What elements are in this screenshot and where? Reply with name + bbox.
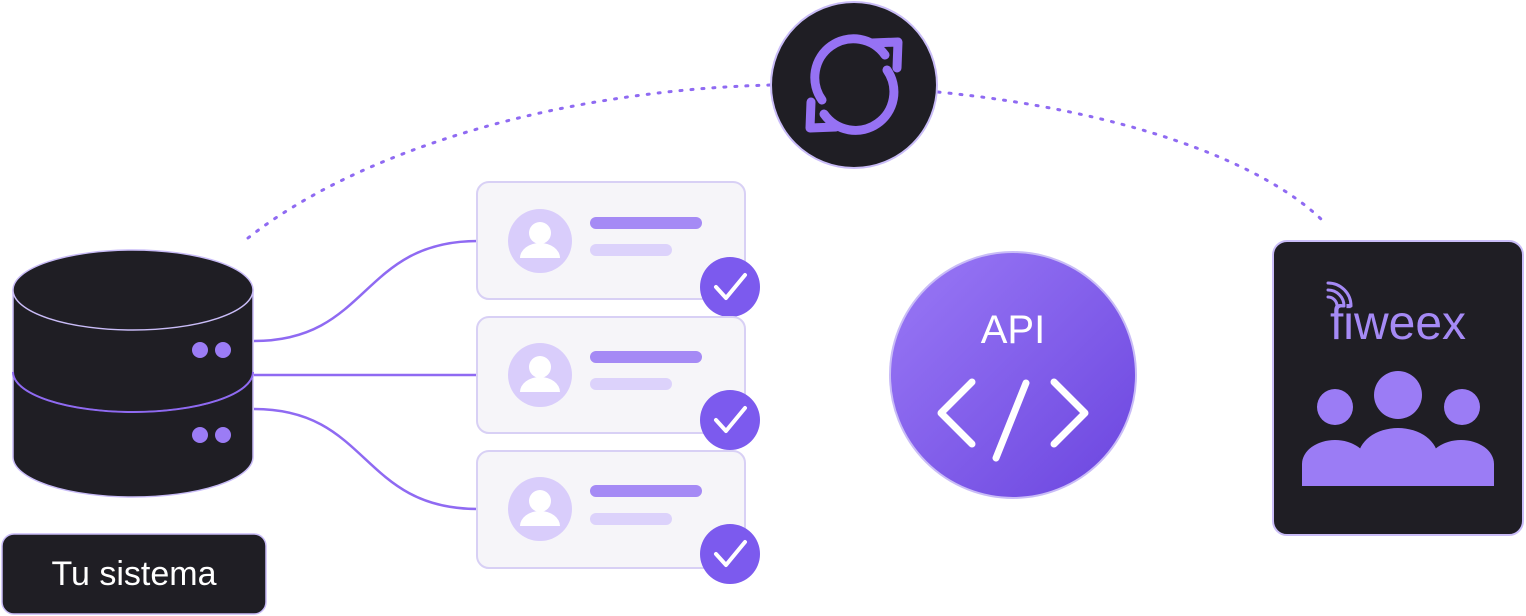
code-icon xyxy=(937,378,1089,462)
sync-arc-right xyxy=(936,90,1324,222)
database-tier-divider xyxy=(12,371,254,413)
record-card xyxy=(476,316,760,450)
brand-name: fiweex xyxy=(1330,297,1466,350)
database-icon xyxy=(12,249,254,498)
database-led xyxy=(215,427,231,443)
connectors xyxy=(253,239,479,511)
record-line-primary xyxy=(590,485,702,497)
check-icon xyxy=(700,257,760,317)
database-top xyxy=(12,249,254,331)
system-label-badge: Tu sistema xyxy=(1,533,267,615)
brand-card: fiweex xyxy=(1272,240,1524,536)
user-icon xyxy=(508,477,572,541)
record-line-secondary xyxy=(590,244,672,256)
database-led xyxy=(192,342,208,358)
record-line-secondary xyxy=(590,513,672,525)
sync-icon xyxy=(770,1,938,169)
database-led xyxy=(192,427,208,443)
record-line-secondary xyxy=(590,378,672,390)
connector-bottom xyxy=(253,407,479,511)
connector-top xyxy=(253,239,479,343)
api-badge: API xyxy=(889,251,1137,499)
record-card xyxy=(476,181,760,317)
check-icon xyxy=(700,524,760,584)
user-icon xyxy=(508,343,572,407)
record-line-primary xyxy=(590,217,702,229)
group-icon xyxy=(1302,371,1494,486)
user-icon xyxy=(508,209,572,273)
signal-icon xyxy=(1326,281,1353,308)
record-card xyxy=(476,450,760,584)
system-label: Tu sistema xyxy=(51,555,216,593)
api-label: API xyxy=(981,308,1045,352)
database-led xyxy=(215,342,231,358)
record-line-primary xyxy=(590,351,702,363)
check-icon xyxy=(700,390,760,450)
